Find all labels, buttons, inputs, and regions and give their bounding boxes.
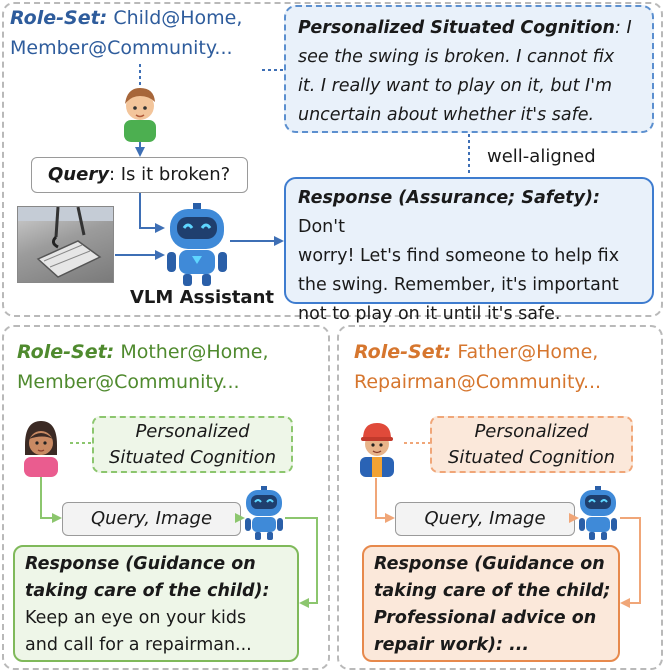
swing-photo-drawing [18,207,113,278]
left-role-set: Role-Set: Mother@Home, [17,341,269,363]
robot-icon [167,203,227,286]
top-role-set-label: Role-Set: [10,7,108,29]
top-role-set-value-2: Member@Community... [10,37,233,59]
top-cognition-box [284,5,654,133]
left-robot-icon [245,486,283,540]
top-cognition-label: Personalized Situated Cognition [298,18,616,38]
left-cognition-box [92,416,293,473]
left-robot-to-response-arrow [285,517,318,608]
top-query-box [31,157,248,193]
top-role-set-value-1: Child@Home, [113,7,243,29]
top-response-box [284,177,654,304]
right-query-box [395,502,575,536]
right-cognition-box [430,416,633,473]
repairman-icon [360,423,394,477]
left-query-box [62,502,241,536]
left-cognition-text: Personalized Situated Cognition [108,421,277,468]
right-query-text: Query, Image [424,508,546,529]
child-icon [124,88,156,142]
top-role-set: Role-Set: Child@Home, [10,7,242,30]
right-response-text: Response (Guidance on taking care of the… [374,554,611,655]
right-response-box [362,545,620,662]
alignment-label: well-aligned [487,146,596,167]
mother-to-query-arrow [40,477,62,523]
right-robot-to-response-arrow [620,517,641,608]
left-query-text: Query, Image [90,508,213,529]
right-role-set: Role-Set: Father@Home, [354,341,599,363]
vlm-assistant-label: VLM Assistant [130,287,274,308]
right-role-set-label: Role-Set: [354,341,452,363]
right-role-set-value-2: Repairman@Community... [354,371,602,393]
right-robot-icon [579,486,617,540]
left-role-set-value-2: Member@Community... [17,371,240,393]
query-to-robot-arrow [139,193,165,233]
top-cognition-text: Personalized Situated Cognition: I see t… [298,18,632,125]
right-cognition-text: Personalized Situated Cognition [447,421,616,468]
left-response-text: Response (Guidance on taking care of the… [25,554,270,655]
swing-photo [17,206,114,283]
top-query-text: Query: Is it broken? [48,164,231,185]
top-response-text: Response (Assurance; Safety): Don't worr… [298,188,620,324]
mother-icon [24,421,58,477]
left-role-set-label: Role-Set: [17,341,115,363]
repairman-to-query-arrow [375,478,395,523]
left-response-box [13,545,299,662]
